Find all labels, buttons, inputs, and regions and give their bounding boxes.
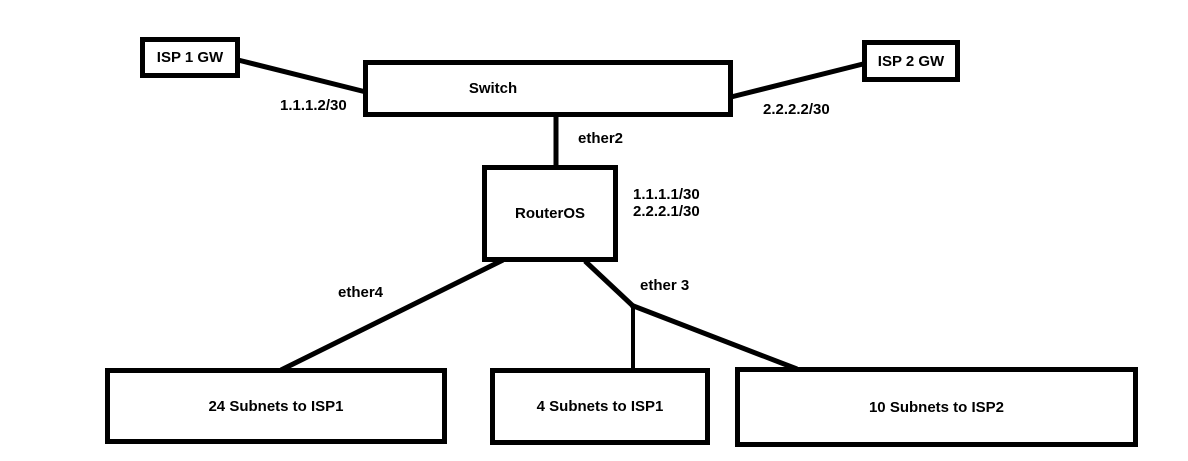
label-isp1-link-ip: 1.1.1.2/30 [280,97,347,114]
node-subnets-4-isp1: 4 Subnets to ISP1 [490,368,710,445]
node-subnets-24-isp1: 24 Subnets to ISP1 [105,368,447,444]
node-subnets-10-isp2-label: 10 Subnets to ISP2 [868,398,1005,416]
edge-branch-subnets10 [630,302,798,372]
edge-router-branch [583,259,635,308]
node-routeros-label: RouterOS [514,205,585,222]
edge-isp1-switch [237,57,367,95]
node-isp1-gw-label: ISP 1 GW [156,49,224,66]
node-subnets-24-isp1-label: 24 Subnets to ISP1 [208,397,344,415]
label-router-ip-2: 2.2.2.1/30 [633,203,700,220]
label-ether3-port: ether 3 [640,277,690,294]
label-router-ips: 1.1.1.1/30 2.2.2.1/30 [633,186,700,220]
edge-router-subnets24 [279,257,505,373]
node-subnets-10-isp2: 10 Subnets to ISP2 [735,367,1138,447]
node-isp2-gw-label: ISP 2 GW [877,52,945,70]
node-isp1-gw: ISP 1 GW [140,37,240,78]
label-isp2-link-ip: 2.2.2.2/30 [763,101,830,118]
node-switch: Switch [363,60,733,117]
node-switch-label: Switch [468,80,518,97]
label-ether2-port: ether2 [578,130,624,147]
node-subnets-4-isp1-label: 4 Subnets to ISP1 [536,398,664,415]
node-isp2-gw: ISP 2 GW [862,40,960,82]
node-routeros: RouterOS [482,165,618,262]
label-ether4-port: ether4 [338,284,384,301]
label-router-ip-1: 1.1.1.1/30 [633,186,700,203]
edge-isp2-switch [730,61,864,100]
